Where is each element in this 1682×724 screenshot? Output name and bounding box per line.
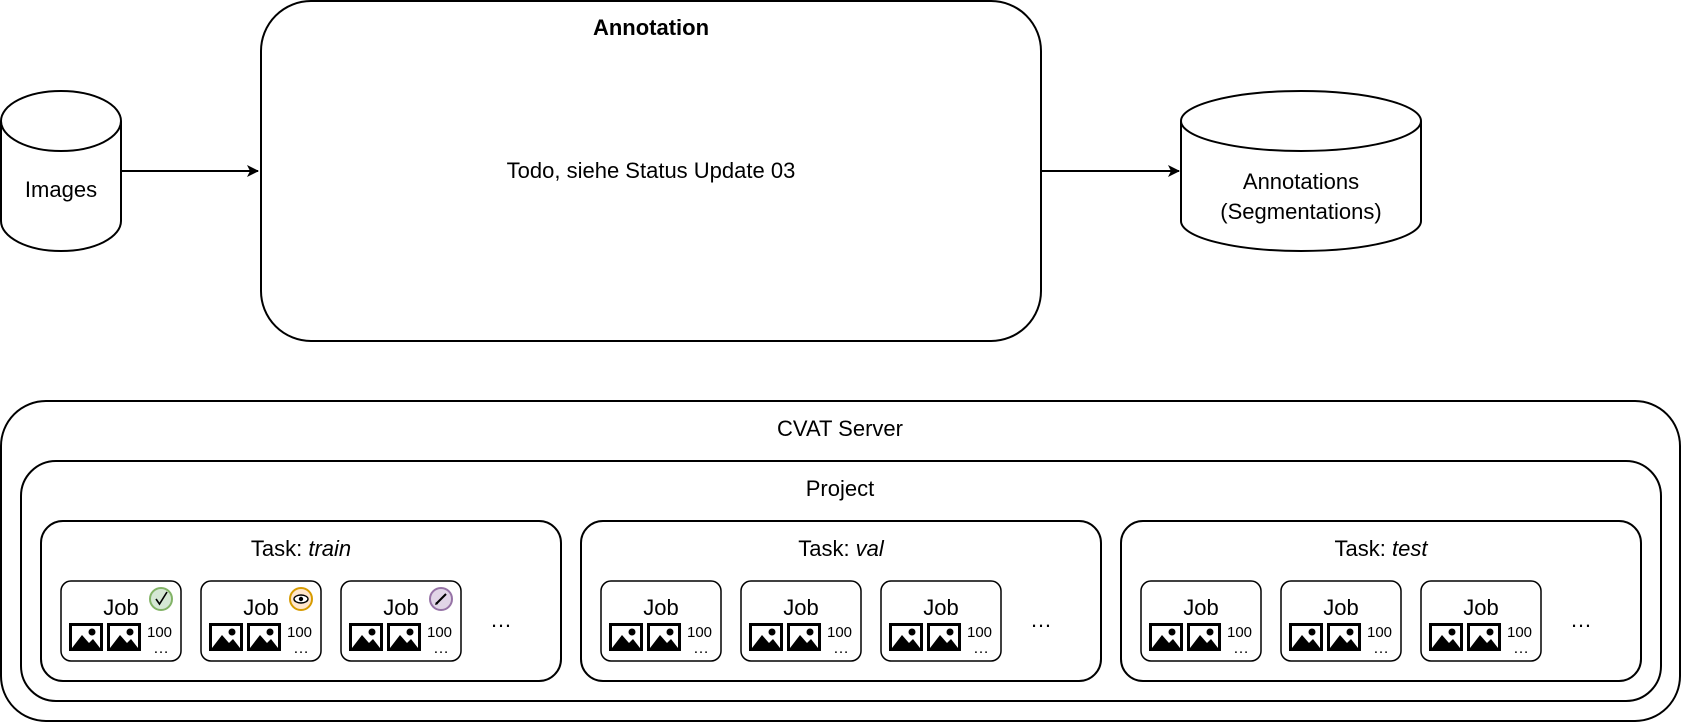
job-more-indicator: … (1513, 640, 1529, 657)
image-icon (247, 623, 281, 651)
job-more-indicator: … (1233, 640, 1249, 657)
task-prefix: Task: (798, 536, 855, 561)
job-more-indicator: … (293, 640, 309, 657)
job-more-indicator: … (153, 640, 169, 657)
job-card[interactable]: Job 100… (340, 580, 462, 662)
image-count: 100 (287, 624, 312, 641)
job-card[interactable]: Job 100… (1280, 580, 1402, 662)
image-icon (1289, 623, 1323, 651)
image-icon (889, 623, 923, 651)
image-icon (1467, 623, 1501, 651)
job-label: Job (1463, 595, 1498, 620)
image-icon (1429, 623, 1463, 651)
image-count: 100 (1227, 624, 1252, 641)
image-icon (1327, 623, 1361, 651)
image-count: 100 (1507, 624, 1532, 641)
pen-icon (429, 587, 453, 611)
image-icon (209, 623, 243, 651)
image-count: 100 (427, 624, 452, 641)
image-icon (349, 623, 383, 651)
job-more-indicator: … (973, 640, 989, 657)
job-label: Job (243, 595, 278, 620)
image-count: 100 (1367, 624, 1392, 641)
image-icon (749, 623, 783, 651)
job-more-indicator: … (693, 640, 709, 657)
image-icon (1149, 623, 1183, 651)
task-label: Task: test (1335, 536, 1429, 561)
task-name: train (308, 536, 351, 561)
job-label: Job (923, 595, 958, 620)
job-card[interactable]: Job 100… (600, 580, 722, 662)
task-label: Task: val (798, 536, 885, 561)
task-name: test (1392, 536, 1428, 561)
task-prefix: Task: (1335, 536, 1392, 561)
job-card[interactable]: Job 100… (200, 580, 322, 662)
image-icon (787, 623, 821, 651)
image-icon (1187, 623, 1221, 651)
job-card[interactable]: Job 100… (740, 580, 862, 662)
task-name: val (856, 536, 885, 561)
task-more-indicator: … (1570, 607, 1592, 632)
annotation-process: Annotation Todo, siehe Status Update 03 (260, 0, 1042, 342)
image-count: 100 (827, 624, 852, 641)
task-label: Task: train (251, 536, 351, 561)
image-icon (387, 623, 421, 651)
job-label: Job (1323, 595, 1358, 620)
job-card[interactable]: Job 100… (1140, 580, 1262, 662)
task-prefix: Task: (251, 536, 308, 561)
images-label: Images (25, 177, 97, 202)
job-label: Job (1183, 595, 1218, 620)
job-label: Job (103, 595, 138, 620)
image-icon (69, 623, 103, 651)
image-icon (107, 623, 141, 651)
annotation-title: Annotation (593, 15, 709, 40)
checkmark-icon (149, 587, 173, 611)
task-test: Task: testJob100…Job100…Job100…… (1120, 520, 1642, 682)
image-icon (927, 623, 961, 651)
job-more-indicator: … (833, 640, 849, 657)
task-more-indicator: … (490, 607, 512, 632)
annotation-body: Todo, siehe Status Update 03 (507, 158, 796, 183)
job-label: Job (783, 595, 818, 620)
annotations-label-line2: (Segmentations) (1220, 199, 1381, 224)
images-datastore: Images (0, 90, 122, 252)
image-icon (609, 623, 643, 651)
task-val: Task: valJob100…Job100…Job100…… (580, 520, 1102, 682)
job-card[interactable]: Job 100… (60, 580, 182, 662)
task-more-indicator: … (1030, 607, 1052, 632)
image-count: 100 (687, 624, 712, 641)
annotations-datastore: Annotations (Segmentations) (1180, 90, 1422, 252)
project-label: Project (806, 476, 874, 501)
image-icon (647, 623, 681, 651)
job-label: Job (643, 595, 678, 620)
image-count: 100 (967, 624, 992, 641)
cvat-server-label: CVAT Server (777, 416, 903, 441)
image-count: 100 (147, 624, 172, 641)
task-train: Task: trainJob100…Job100…Job100…… (40, 520, 562, 682)
job-label: Job (383, 595, 418, 620)
job-card[interactable]: Job 100… (1420, 580, 1542, 662)
job-more-indicator: … (1373, 640, 1389, 657)
job-more-indicator: … (433, 640, 449, 657)
eye-icon (289, 587, 313, 611)
job-card[interactable]: Job 100… (880, 580, 1002, 662)
annotations-label-line1: Annotations (1243, 169, 1359, 194)
